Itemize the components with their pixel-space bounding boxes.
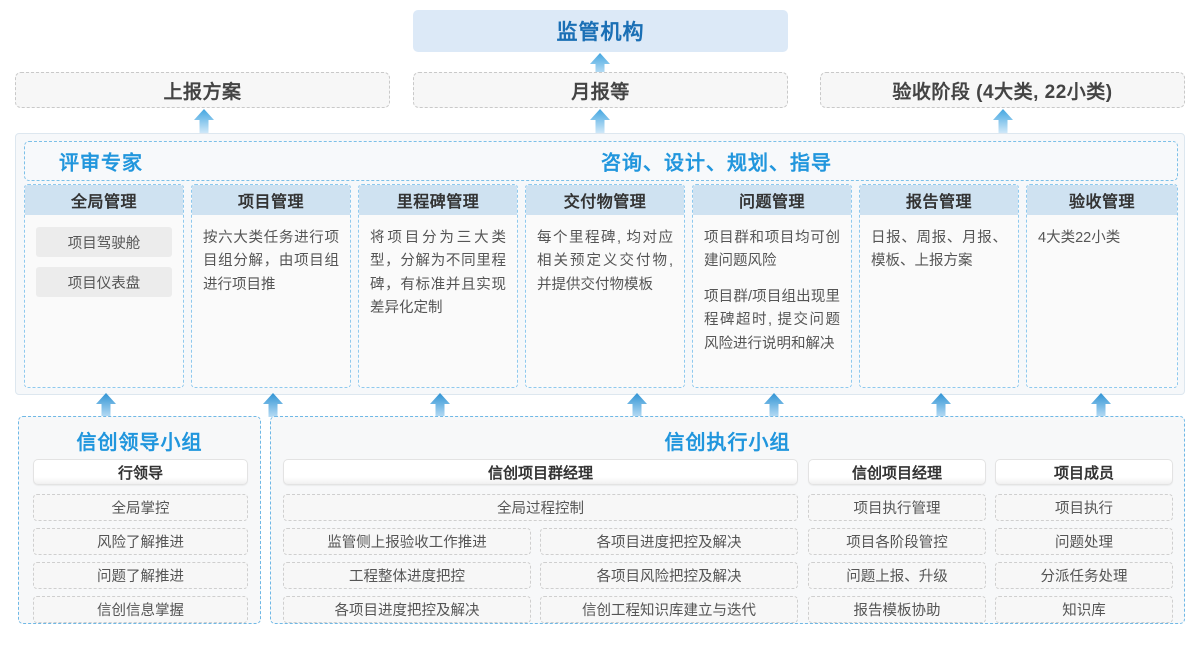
consulting-label: 咨询、设计、规划、指导 bbox=[601, 152, 832, 175]
project-manager-task[interactable]: 项目执行管理 bbox=[808, 494, 986, 521]
module-title-project: 项目管理 bbox=[192, 185, 350, 215]
module-body-global: 项目驾驶舱 项目仪表盘 bbox=[25, 215, 183, 387]
module-column-project[interactable]: 项目管理 按六大类任务进行项目组分解，由项目组进行项目推 bbox=[191, 184, 351, 388]
exec-group: 信创执行小组 信创项目群经理 全局过程控制 监管侧上报验收工作推进 工程整体进度… bbox=[270, 416, 1185, 624]
module-column-deliverable[interactable]: 交付物管理 每个里程碑, 均对应相关预定义交付物, 并提供交付物模板 bbox=[525, 184, 685, 388]
module-paragraph: 日报、周报、月报、模板、上报方案 bbox=[871, 230, 1007, 270]
management-platform-band: 评审专家 咨询、设计、规划、指导 全局管理 项目驾驶舱 项目仪表盘 项目管理 按… bbox=[15, 133, 1185, 395]
arrow-up-column-5 bbox=[763, 392, 785, 418]
regulatory-authority-box: 监管机构 bbox=[413, 10, 788, 52]
leader-group-title: 信创领导小组 bbox=[76, 432, 203, 454]
module-title-global: 全局管理 bbox=[25, 185, 183, 215]
report-box-monthly-label: 月报等 bbox=[571, 81, 630, 103]
exec-group-title: 信创执行小组 bbox=[664, 432, 791, 454]
project-manager-task[interactable]: 问题上报、升级 bbox=[808, 562, 986, 589]
module-title-report: 报告管理 bbox=[860, 185, 1018, 215]
platform-header: 评审专家 咨询、设计、规划、指导 bbox=[24, 141, 1178, 181]
report-box-acceptance: 验收阶段 (4大类, 22小类) bbox=[820, 72, 1185, 108]
arrow-up-column-4 bbox=[626, 392, 648, 418]
arrow-up-to-authority bbox=[589, 52, 611, 78]
arrow-up-column-6 bbox=[930, 392, 952, 418]
module-column-milestone[interactable]: 里程碑管理 将项目分为三大类型，分解为不同里程碑，有标准并且实现差异化定制 bbox=[358, 184, 518, 388]
project-manager-task[interactable]: 报告模板协助 bbox=[808, 596, 986, 623]
module-body-deliverable: 每个里程碑, 均对应相关预定义交付物, 并提供交付物模板 bbox=[526, 215, 684, 387]
module-title-acceptance: 验收管理 bbox=[1027, 185, 1177, 215]
program-manager-task-global[interactable]: 全局过程控制 bbox=[283, 494, 798, 521]
module-paragraph: 项目群和项目均可创建问题风险 bbox=[704, 230, 840, 270]
review-experts-label: 评审专家 bbox=[59, 152, 143, 175]
arrow-up-to-plan bbox=[193, 108, 215, 134]
program-manager-task[interactable]: 各项目进度把控及解决 bbox=[283, 596, 531, 623]
program-manager-task[interactable]: 监管侧上报验收工作推进 bbox=[283, 528, 531, 555]
arrow-up-column-2 bbox=[262, 392, 284, 418]
project-member-task[interactable]: 问题处理 bbox=[995, 528, 1173, 555]
module-paragraph: 按六大类任务进行项目组分解，由项目组进行项目推 bbox=[203, 230, 339, 293]
arrow-up-column-7 bbox=[1090, 392, 1112, 418]
arrow-up-to-monthly bbox=[589, 108, 611, 134]
role-program-manager[interactable]: 信创项目群经理 bbox=[283, 459, 798, 485]
module-paragraph: 将项目分为三大类型，分解为不同里程碑，有标准并且实现差异化定制 bbox=[370, 230, 506, 317]
module-body-report: 日报、周报、月报、模板、上报方案 bbox=[860, 215, 1018, 387]
report-box-plan: 上报方案 bbox=[15, 72, 390, 108]
project-manager-task[interactable]: 项目各阶段管控 bbox=[808, 528, 986, 555]
module-title-deliverable: 交付物管理 bbox=[526, 185, 684, 215]
module-body-milestone: 将项目分为三大类型，分解为不同里程碑，有标准并且实现差异化定制 bbox=[359, 215, 517, 387]
program-manager-task[interactable]: 信创工程知识库建立与迭代 bbox=[540, 596, 798, 623]
arrow-up-column-1 bbox=[95, 392, 117, 418]
leader-task[interactable]: 全局掌控 bbox=[33, 494, 248, 521]
role-bank-leader[interactable]: 行领导 bbox=[33, 459, 248, 485]
program-manager-task[interactable]: 各项目风险把控及解决 bbox=[540, 562, 798, 589]
module-paragraph: 4大类22小类 bbox=[1038, 230, 1121, 246]
report-box-acceptance-label: 验收阶段 (4大类, 22小类) bbox=[892, 81, 1113, 103]
program-manager-block: 信创项目群经理 全局过程控制 监管侧上报验收工作推进 工程整体进度把控 各项目进… bbox=[283, 459, 798, 623]
role-project-manager[interactable]: 信创项目经理 bbox=[808, 459, 986, 485]
module-pill[interactable]: 项目仪表盘 bbox=[36, 267, 172, 297]
regulatory-authority-label: 监管机构 bbox=[556, 21, 645, 44]
module-paragraph: 每个里程碑, 均对应相关预定义交付物, 并提供交付物模板 bbox=[537, 230, 673, 293]
module-pill[interactable]: 项目驾驶舱 bbox=[36, 227, 172, 257]
module-body-issue: 项目群和项目均可创建问题风险 项目群/项目组出现里程碑超时, 提交问题风险进行说… bbox=[693, 215, 851, 387]
program-manager-task[interactable]: 工程整体进度把控 bbox=[283, 562, 531, 589]
role-project-member[interactable]: 项目成员 bbox=[995, 459, 1173, 485]
arrow-up-to-acceptance bbox=[992, 108, 1014, 134]
module-title-issue: 问题管理 bbox=[693, 185, 851, 215]
report-box-plan-label: 上报方案 bbox=[163, 81, 242, 103]
leader-task[interactable]: 风险了解推进 bbox=[33, 528, 248, 555]
project-member-task[interactable]: 分派任务处理 bbox=[995, 562, 1173, 589]
module-body-acceptance: 4大类22小类 bbox=[1027, 215, 1177, 387]
project-member-task[interactable]: 项目执行 bbox=[995, 494, 1173, 521]
report-box-monthly: 月报等 bbox=[413, 72, 788, 108]
program-manager-task[interactable]: 各项目进度把控及解决 bbox=[540, 528, 798, 555]
project-manager-block: 信创项目经理 项目执行管理 项目各阶段管控 问题上报、升级 报告模板协助 bbox=[808, 459, 986, 623]
leader-task[interactable]: 问题了解推进 bbox=[33, 562, 248, 589]
leader-task[interactable]: 信创信息掌握 bbox=[33, 596, 248, 623]
module-body-project: 按六大类任务进行项目组分解，由项目组进行项目推 bbox=[192, 215, 350, 387]
project-member-task[interactable]: 知识库 bbox=[995, 596, 1173, 623]
project-member-block: 项目成员 项目执行 问题处理 分派任务处理 知识库 bbox=[995, 459, 1173, 623]
module-column-acceptance[interactable]: 验收管理 4大类22小类 bbox=[1026, 184, 1178, 388]
module-title-milestone: 里程碑管理 bbox=[359, 185, 517, 215]
leader-group: 信创领导小组 行领导 全局掌控 风险了解推进 问题了解推进 信创信息掌握 bbox=[18, 416, 261, 624]
module-column-global[interactable]: 全局管理 项目驾驶舱 项目仪表盘 bbox=[24, 184, 184, 388]
module-column-issue[interactable]: 问题管理 项目群和项目均可创建问题风险 项目群/项目组出现里程碑超时, 提交问题… bbox=[692, 184, 852, 388]
module-column-report[interactable]: 报告管理 日报、周报、月报、模板、上报方案 bbox=[859, 184, 1019, 388]
module-paragraph: 项目群/项目组出现里程碑超时, 提交问题风险进行说明和解决 bbox=[704, 288, 840, 352]
arrow-up-column-3 bbox=[429, 392, 451, 418]
